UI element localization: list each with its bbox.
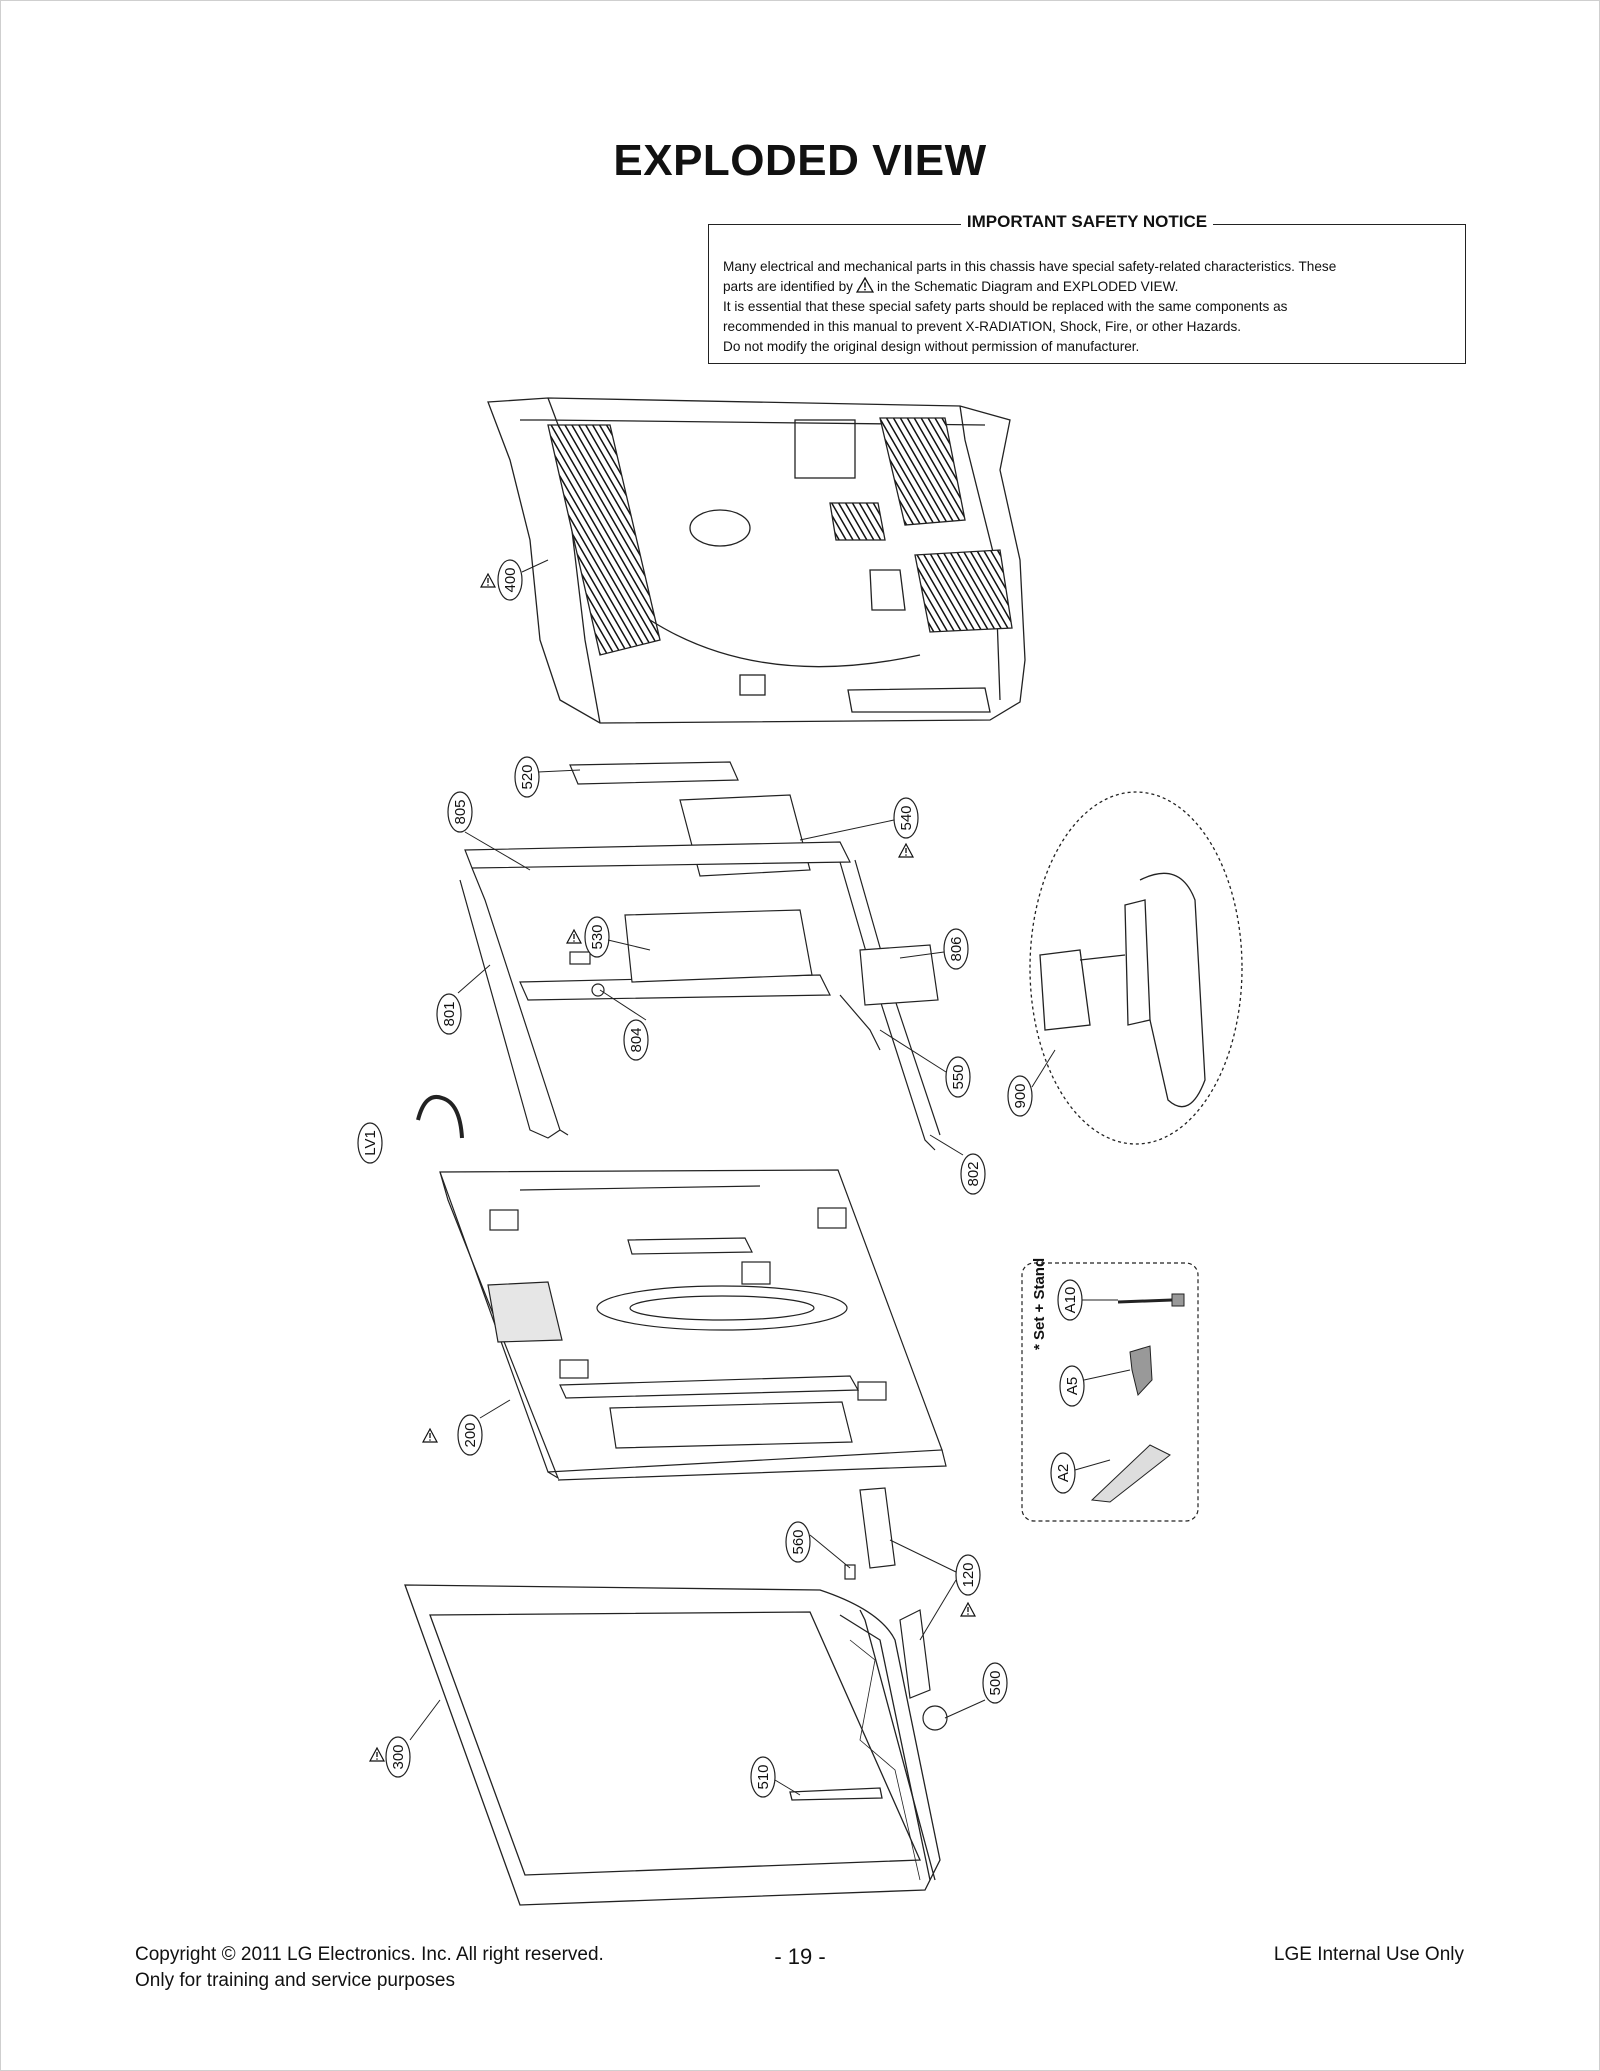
label-520: 520 xyxy=(514,756,540,798)
label-400: 400 xyxy=(497,559,523,601)
stand-accessories-box: * Set + Stand xyxy=(1021,1258,1199,1522)
svg-text:A5: A5 xyxy=(1064,1377,1081,1395)
part-labels: 400 520 805 540 530 806 801 804 xyxy=(357,559,1085,1798)
svg-text:900: 900 xyxy=(1012,1083,1029,1108)
svg-text:A10: A10 xyxy=(1062,1287,1079,1314)
set-stand-note: * Set + Stand xyxy=(1031,1258,1048,1350)
warning-triangle-icon xyxy=(960,1602,976,1617)
label-804: 804 xyxy=(623,1019,649,1061)
warning-triangle-icon xyxy=(898,843,914,858)
label-a2: A2 xyxy=(1050,1452,1076,1494)
copyright-text: Copyright © 2011 LG Electronics. Inc. Al… xyxy=(135,1944,604,1965)
svg-text:LV1: LV1 xyxy=(362,1130,379,1156)
warning-triangle-icon xyxy=(422,1428,438,1443)
label-806: 806 xyxy=(943,928,969,970)
label-540: 540 xyxy=(893,797,919,839)
front-cabinet-part xyxy=(404,1584,941,1906)
svg-text:200: 200 xyxy=(462,1422,479,1447)
label-300: 300 xyxy=(385,1736,411,1778)
svg-text:A2: A2 xyxy=(1055,1464,1072,1482)
label-510: 510 xyxy=(750,1756,776,1798)
svg-text:802: 802 xyxy=(965,1161,982,1186)
screw-part xyxy=(1117,1293,1185,1307)
svg-text:801: 801 xyxy=(441,1001,458,1026)
lvds-cable-part xyxy=(416,1095,464,1139)
label-200: 200 xyxy=(457,1414,483,1456)
label-lv1: LV1 xyxy=(357,1122,383,1164)
svg-text:540: 540 xyxy=(898,805,915,830)
warning-triangle-icon xyxy=(369,1747,385,1762)
warning-triangle-icon xyxy=(855,277,874,293)
internal-use-text: LGE Internal Use Only xyxy=(1273,1944,1464,1965)
leader-lines xyxy=(409,559,1131,1796)
svg-text:520: 520 xyxy=(519,764,536,789)
svg-text:806: 806 xyxy=(948,936,965,961)
stand-cover-part xyxy=(1129,1345,1153,1397)
warning-triangle-icon xyxy=(566,929,582,944)
safety-marks xyxy=(369,573,976,1762)
svg-text:400: 400 xyxy=(502,567,519,592)
label-560: 560 xyxy=(785,1521,811,1563)
footer-left: Copyright © 2011 LG Electronics. Inc. Al… xyxy=(135,1942,604,1994)
svg-text:500: 500 xyxy=(987,1670,1004,1695)
label-802: 802 xyxy=(960,1153,986,1195)
main-frame-assembly xyxy=(459,761,941,1151)
label-801: 801 xyxy=(436,993,462,1035)
notice-line-1: Many electrical and mechanical parts in … xyxy=(723,259,1337,274)
module-chassis-part xyxy=(439,1169,947,1481)
page-number: - 19 - xyxy=(774,1944,826,1969)
back-cover-part xyxy=(487,397,1026,724)
safety-notice-text: Many electrical and mechanical parts in … xyxy=(723,257,1451,357)
label-a10: A10 xyxy=(1057,1279,1083,1321)
label-530: 530 xyxy=(584,916,610,958)
stand-part xyxy=(1029,791,1243,1145)
page-title: EXPLODED VIEW xyxy=(613,136,987,185)
svg-text:120: 120 xyxy=(960,1562,977,1587)
svg-text:510: 510 xyxy=(755,1764,772,1789)
stand-neck-part xyxy=(1090,1444,1171,1503)
svg-text:530: 530 xyxy=(589,924,606,949)
svg-text:300: 300 xyxy=(390,1744,407,1769)
speaker-part xyxy=(844,1487,948,1731)
label-805: 805 xyxy=(447,791,473,833)
svg-text:804: 804 xyxy=(628,1027,645,1052)
safety-notice-box: IMPORTANT SAFETY NOTICE Many electrical … xyxy=(708,212,1466,364)
label-a5: A5 xyxy=(1059,1365,1085,1407)
notice-line-3: It is essential that these special safet… xyxy=(723,299,1288,314)
training-text: Only for training and service purposes xyxy=(135,1970,455,1991)
svg-text:560: 560 xyxy=(790,1529,807,1554)
label-120: 120 xyxy=(955,1554,981,1596)
safety-notice-heading: IMPORTANT SAFETY NOTICE xyxy=(960,212,1214,231)
svg-text:805: 805 xyxy=(452,799,469,824)
label-500: 500 xyxy=(982,1662,1008,1704)
label-900: 900 xyxy=(1007,1075,1033,1117)
notice-line-5: Do not modify the original design withou… xyxy=(723,339,1140,354)
label-550: 550 xyxy=(945,1056,971,1098)
svg-text:550: 550 xyxy=(950,1064,967,1089)
warning-triangle-icon xyxy=(480,573,496,588)
notice-line-4: recommended in this manual to prevent X-… xyxy=(723,319,1242,334)
